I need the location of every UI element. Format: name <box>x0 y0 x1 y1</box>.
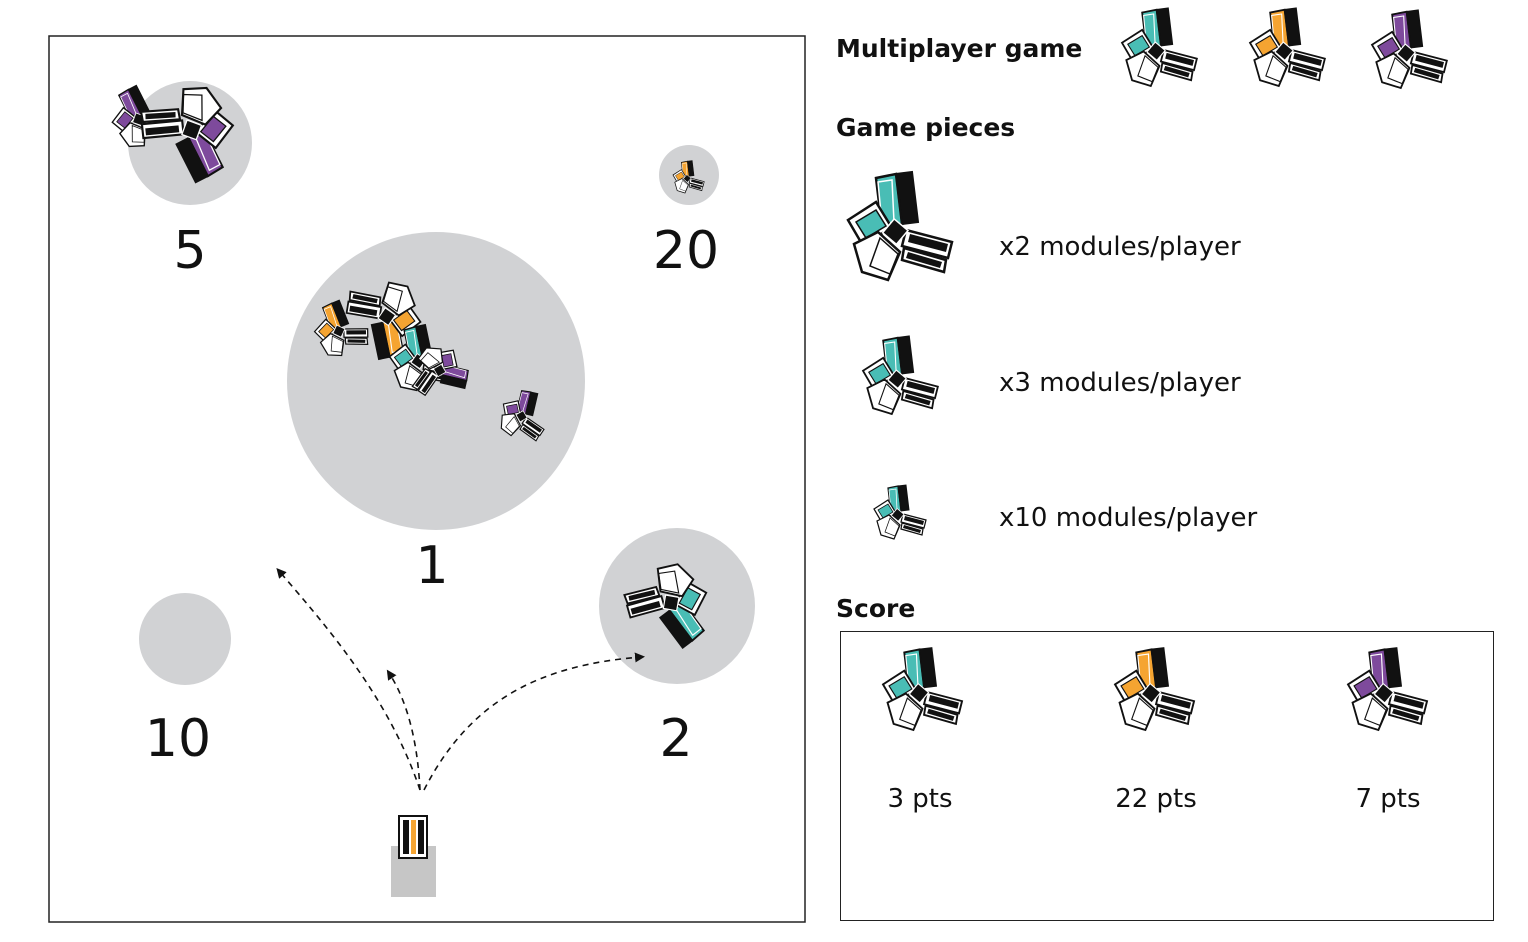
launcher-module-icon <box>398 815 428 859</box>
teal-player-module-icon <box>1121 7 1198 87</box>
trajectory-center-arrow <box>386 669 421 791</box>
medium-module-icon <box>862 335 939 415</box>
trajectory-left-arrow <box>276 567 421 791</box>
zone-10-label: 10 <box>145 709 211 769</box>
large-piece-label: x2 modules/player <box>999 232 1241 262</box>
purple-player-module-icon <box>1371 9 1448 89</box>
zone-10-circle <box>139 593 231 685</box>
score-panel <box>840 631 1494 921</box>
zone-1-label: 1 <box>415 536 448 596</box>
large-module-icon <box>846 170 954 282</box>
zone-5-label: 5 <box>173 221 206 281</box>
zone-20-label: 20 <box>653 221 719 281</box>
trajectory-right-arrow <box>423 652 645 791</box>
zone-2-label: 2 <box>659 709 692 769</box>
score-teal-pts: 3 pts <box>887 784 953 814</box>
score-purple-pts: 7 pts <box>1355 784 1421 814</box>
small-module-icon <box>873 484 927 540</box>
medium-piece-label: x3 modules/player <box>999 368 1241 398</box>
zone-1-circle <box>287 232 585 530</box>
multiplayer-title: Multiplayer game <box>836 34 1083 63</box>
small-piece-label: x10 modules/player <box>999 503 1258 533</box>
game-pieces-title: Game pieces <box>836 113 1016 142</box>
score-title: Score <box>836 594 916 623</box>
play-field-border <box>48 35 806 923</box>
score-orange-pts: 22 pts <box>1115 784 1197 814</box>
orange-player-module-icon <box>1249 7 1326 87</box>
